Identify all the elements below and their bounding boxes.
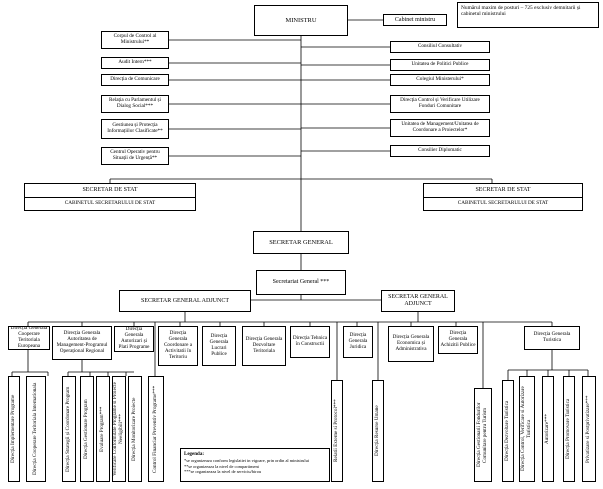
- ministru-box: MINISTRU: [254, 5, 348, 36]
- sub-gestionare-program: Direcția Gestionare Program: [80, 376, 94, 482]
- left-unit-relatia-parlament: Relația cu Parlamentul și Dialog Social*…: [101, 95, 169, 113]
- right-unit-politici-publice: Unitatea de Politici Publice: [390, 59, 490, 71]
- sga-right-box: SECRETAR GENERAL ADJUNCT: [381, 290, 455, 312]
- dg-turistica: Direcția Generala Turistica: [524, 326, 580, 350]
- dg-cooperare-teritoriala: Direcția Generala Cooperare Teritoriala …: [8, 326, 50, 350]
- secretar-stat-right-cabinet: CABINETUL SECRETARULUI DE STAT: [423, 197, 583, 211]
- secretar-general-box: SECRETAR GENERAL: [253, 231, 349, 254]
- sub-monitorizare-proiecte: Direcția Monitorizare Proiecte: [128, 376, 142, 482]
- legend-item: *se organizeaza conform legislatiei in v…: [184, 458, 310, 464]
- right-unit-control-fonduri: Direcția Control și Verificare Utilizare…: [390, 95, 490, 113]
- right-unit-colegiul: Colegiul Ministerului*: [390, 74, 490, 86]
- dg-tehnica-constructii: Direcția Tehnica în Constructii: [290, 326, 330, 358]
- secretar-stat-left-cabinet: CABINETUL SECRETARULUI DE STAT: [24, 197, 196, 211]
- sub-cooperare-internationala: Direcția Cooperare Teritoriala Internati…: [26, 376, 46, 482]
- dg-autoritate-management: Direcția Generala Autoritatea de Managem…: [52, 326, 112, 360]
- sub-control-financiar: Control Financiar Preventiv Programe***: [148, 376, 164, 482]
- dg-coordonare-teritoriu: Direcția Generala Coordonare a Activitat…: [158, 326, 198, 366]
- sub-dezvoltare-turistica: Direcția Dezvoltare Turistica: [502, 380, 514, 482]
- sub-relatii-externe: Relatii Externe si Protocol***: [331, 380, 343, 482]
- right-unit-consilier-diplomatic: Consilier Diplomatic: [390, 145, 490, 157]
- sub-privatizare: Privatizare si Postprivatizare***: [582, 376, 596, 482]
- dg-economica-administrativa: Direcția Generala Economica și Administr…: [388, 326, 434, 362]
- legend-item: **se organizeaza la nivel de compartimen…: [184, 463, 259, 469]
- sub-strategii-coordonare: Direcția Strategii și Coordonare Program: [62, 376, 76, 482]
- secretariat-general-box: Secretariat General ***: [256, 270, 346, 295]
- dg-lucrari-publice: Direcția Generala Lucrari Publice: [202, 326, 236, 366]
- right-unit-management-proiecte: Unitatea de Management/Unitatea de Coord…: [390, 119, 490, 137]
- sga-left-box: SECRETAR GENERAL ADJUNCT: [119, 290, 251, 312]
- left-unit-audit-intern: Audit Intern***: [101, 57, 169, 69]
- legend-item: ***se organizeaza la nivel de serviciu/b…: [184, 469, 262, 475]
- left-unit-corp-control: Corpul de Control al Ministrului**: [101, 31, 169, 49]
- secretar-stat-right-title: SECRETAR DE STAT: [423, 183, 583, 197]
- sub-verificare-conformitate: Verificare Conformitate Programe si Proi…: [112, 376, 126, 482]
- dg-dezvoltare-teritoriala: Direcția Generala Dezvoltare Teritoriala: [242, 326, 286, 366]
- sub-promovare-turistica: Direcția Promovare Turistica: [563, 376, 575, 482]
- sub-control-verificare-turistica: Direcția Control, Verificare si Autoriza…: [519, 376, 535, 482]
- cabinet-ministru-box: Cabinet ministru: [383, 14, 447, 26]
- sub-implementare-programe: Direcția Implementare Programe: [8, 376, 20, 482]
- dg-autorizari-plati: Direcția Generala Autorizari și Plati Pr…: [114, 326, 154, 352]
- left-unit-comunicare: Direcția de Comunicare: [101, 74, 169, 86]
- posts-note: Numărul maxim de posturi – 725 exclusiv …: [457, 2, 599, 28]
- left-unit-gestiune-informatii: Gestiunea și Protecția Informațiilor Cla…: [101, 119, 169, 139]
- left-unit-centrul-operativ: Centrul Operativ pentru Situații de Urge…: [101, 147, 169, 165]
- sub-fonduri-turism: Direcția Gestionarii Fondurilor Comunita…: [474, 388, 492, 482]
- dg-juridica: Direcția Generala Juridica: [343, 326, 373, 358]
- secretar-stat-left-title: SECRETAR DE STAT: [24, 183, 196, 197]
- sub-resurse-umane: Direcția Resurse Umane: [372, 380, 384, 482]
- legend-title: Legenda:: [184, 452, 204, 457]
- sub-autorizare: Autorizare***: [542, 376, 554, 482]
- legend: Legenda: *se organizeaza conform legisla…: [180, 448, 330, 482]
- dg-achizitii-publice: Direcția Generala Achizitii Publice: [438, 326, 478, 354]
- right-unit-consiliul-consultativ: Consiliul Consultativ: [390, 41, 490, 53]
- sub-evaluare-program: Evaluare Program***: [96, 376, 110, 482]
